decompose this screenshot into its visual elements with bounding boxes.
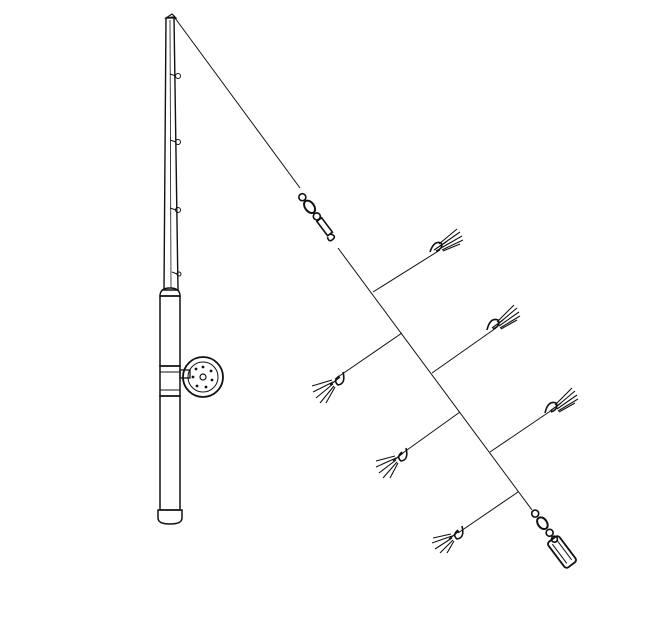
- rod-guide: [169, 139, 181, 145]
- rod-tip: [164, 13, 178, 19]
- dropper-right-2: [431, 304, 521, 374]
- reel-holes: [191, 365, 214, 389]
- reel-spool: [182, 356, 224, 398]
- dropper-left-2: [375, 411, 461, 479]
- leader-backbone: [337, 247, 533, 511]
- dropper-right-1: [372, 228, 464, 293]
- fly-icon: [486, 304, 521, 331]
- rod-guide: [171, 271, 182, 277]
- sinker-weight: [547, 535, 577, 569]
- dropper-right-3: [489, 387, 579, 453]
- dropper-left-1: [311, 332, 403, 404]
- swivel-lower: [530, 509, 559, 543]
- fly-reel: [179, 356, 224, 398]
- winding-check: [159, 287, 181, 297]
- fly-icon: [431, 525, 464, 554]
- rod-guide: [169, 73, 181, 79]
- cork-grip-upper: [159, 295, 181, 367]
- dropper-left-3: [431, 491, 519, 554]
- rod-guide: [169, 207, 181, 213]
- cork-grip-lower: [159, 395, 181, 511]
- fly-icon: [429, 228, 464, 253]
- butt-cap: [157, 509, 183, 525]
- swivel-upper: [298, 192, 336, 242]
- fishing-rod: [157, 13, 183, 525]
- reel-seat: [159, 365, 181, 397]
- fly-icon: [375, 447, 408, 479]
- fly-icon: [544, 387, 579, 414]
- main-line: [174, 17, 301, 189]
- fly-icon: [311, 371, 345, 404]
